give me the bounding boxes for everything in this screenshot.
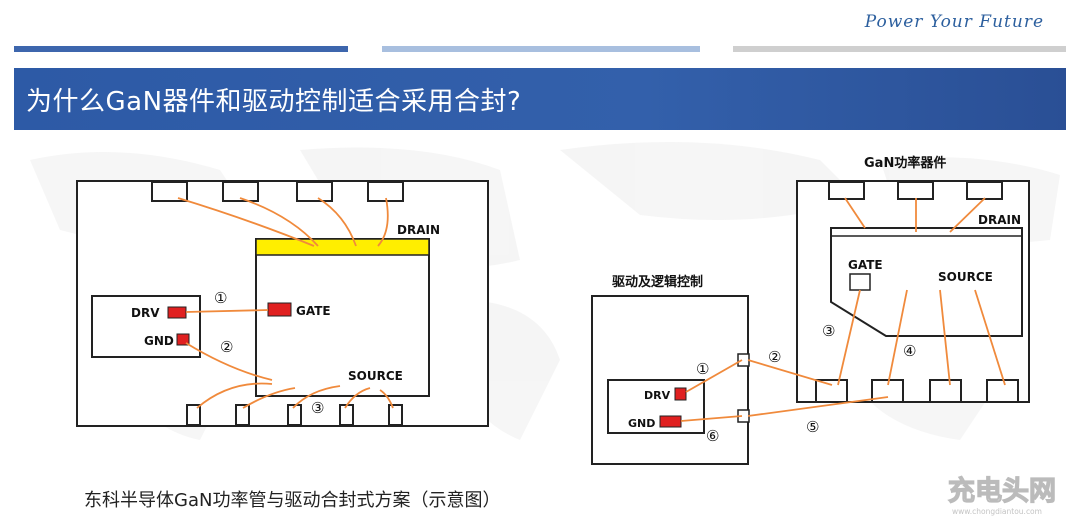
right-bottom-lead-4: [986, 379, 1019, 403]
right-drain-label: DRAIN: [978, 213, 1021, 227]
left-marker-3: ③: [311, 399, 324, 417]
slogan: Power Your Future: [864, 12, 1044, 32]
right-driver-title: 驱动及逻辑控制: [612, 274, 703, 290]
left-bottom-lead-5: [388, 404, 403, 426]
diagram-caption: 东科半导体GaN功率管与驱动合封式方案（示意图）: [84, 490, 501, 511]
left-bond-wires: [177, 197, 394, 409]
watermark-logo-text: 充电头网: [948, 475, 1056, 507]
right-marker-6: ⑥: [706, 427, 719, 445]
left-bottom-lead-3: [287, 404, 302, 426]
watermark-url: www.chongdiantou.com: [952, 507, 1042, 516]
left-bottom-lead-2: [235, 404, 250, 426]
right-diagram: GaN功率器件 驱动及逻辑控制 DRAIN GATE SOURCE DRV GN…: [591, 155, 1030, 465]
left-gnd-label: GND: [144, 334, 174, 348]
left-driver-die: [91, 295, 201, 358]
left-top-lead-3: [296, 181, 333, 202]
left-bottom-lead-4: [339, 404, 354, 426]
right-device-title: GaN功率器件: [864, 155, 946, 171]
right-marker-4: ④: [903, 342, 916, 360]
right-driver-die: [607, 379, 705, 434]
right-gan-die: [830, 227, 1023, 337]
right-gnd-pad: [659, 415, 682, 428]
right-top-lead-1: [828, 181, 865, 200]
left-drain-bar: [255, 238, 430, 256]
accent-bar-blue: [14, 46, 348, 52]
left-marker-2: ②: [220, 338, 233, 356]
left-gnd-pad: [176, 333, 190, 346]
left-package: DRAIN GATE SOURCE DRV GND ① ② ③: [76, 180, 489, 427]
right-bottom-lead-2: [871, 379, 904, 403]
left-source-label: SOURCE: [348, 369, 403, 383]
right-bond-wires: [680, 197, 1006, 422]
left-top-lead-4: [367, 181, 404, 202]
left-gan-die: [255, 238, 430, 397]
right-drv-pad: [674, 387, 687, 401]
title-band: 为什么GaN器件和驱动控制适合采用合封?: [14, 68, 1066, 130]
accent-bar-gray: [733, 46, 1066, 52]
right-marker-2: ②: [768, 348, 781, 366]
accent-bar-lightblue: [382, 46, 700, 52]
left-bottom-lead-1: [186, 404, 201, 426]
right-gnd-label: GND: [628, 417, 655, 430]
left-gate-label: GATE: [296, 304, 331, 318]
right-drv-label: DRV: [644, 389, 671, 402]
right-driver-lead-1: [737, 353, 750, 367]
left-top-lead-1: [151, 181, 188, 202]
right-top-lead-3: [966, 181, 1003, 200]
right-marker-1: ①: [696, 360, 709, 378]
right-gate-pad: [849, 273, 871, 291]
watermark-logo: 充电头网 www.chongdiantou.com: [947, 474, 1056, 516]
left-marker-1: ①: [214, 289, 227, 307]
right-marker-5: ⑤: [806, 418, 819, 436]
right-gate-label: GATE: [848, 258, 883, 272]
left-top-lead-2: [222, 181, 259, 202]
right-top-lead-2: [897, 181, 934, 200]
right-bottom-lead-1: [815, 379, 848, 403]
page-title: 为什么GaN器件和驱动控制适合采用合封?: [26, 87, 522, 117]
left-drv-label: DRV: [131, 306, 160, 320]
right-bottom-lead-3: [929, 379, 962, 403]
right-source-label: SOURCE: [938, 270, 993, 284]
left-gate-pad: [267, 302, 292, 317]
left-drv-pad: [167, 306, 187, 319]
left-drain-label: DRAIN: [397, 223, 440, 237]
right-marker-3: ③: [822, 322, 835, 340]
